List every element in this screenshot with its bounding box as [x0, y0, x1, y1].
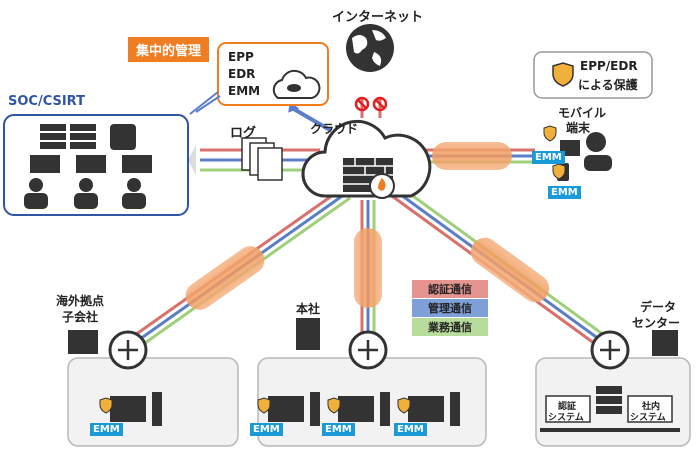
- overseas-label-1: 海外拠点: [56, 294, 105, 308]
- emm-badge-hq-2: EMM: [322, 423, 355, 436]
- central-item-emm: EMM: [228, 84, 261, 98]
- emm-badge-hq-3: EMM: [394, 423, 427, 436]
- protection-label-2: による保護: [578, 78, 638, 92]
- emm-badge-hq-1: EMM: [250, 423, 283, 436]
- mobile-label-2: 端末: [566, 121, 591, 135]
- tunnel-pipes: [185, 142, 550, 310]
- soc-servers-icon: [40, 124, 136, 150]
- protection-label-1: EPP/EDR: [580, 59, 638, 73]
- central-item-edr: EDR: [228, 67, 256, 81]
- auth-system-label-1: 認証: [558, 402, 577, 412]
- internal-system-label-1: 社内: [642, 402, 661, 412]
- log-label: ログ: [230, 126, 257, 141]
- central-mgmt-title: 集中的管理: [128, 37, 210, 62]
- mobile-label-1: モバイル: [558, 106, 607, 120]
- internet-globe-icon: [346, 24, 394, 72]
- log-documents-icon: [241, 137, 283, 181]
- cloud-db-icon: [272, 69, 321, 99]
- auth-system-label-2: システム: [548, 413, 584, 423]
- blocked-icon: [354, 96, 388, 112]
- overseas-label-2: 子会社: [62, 310, 99, 324]
- emm-badge-mobile-phone: EMM: [548, 186, 581, 199]
- building-icons: [68, 318, 678, 356]
- router-icons: [108, 330, 630, 370]
- datacenter-label-1: データ: [640, 300, 677, 314]
- emm-badge-mobile-laptop: EMM: [532, 151, 565, 164]
- datacenter-label-2: センター: [632, 316, 681, 330]
- cloud-label: クラウド: [310, 122, 359, 136]
- shield-icon: [552, 62, 574, 87]
- legend-mgmt: 管理通信: [412, 299, 488, 317]
- internet-label: インターネット: [332, 10, 424, 25]
- legend-business: 業務通信: [412, 318, 488, 336]
- workstation-shield-icons: [99, 125, 566, 414]
- soc-title: SOC/CSIRT: [8, 94, 85, 109]
- striped-connector: [189, 91, 221, 115]
- cloud-firewall-icon: [301, 119, 432, 199]
- hq-label: 本社: [296, 302, 321, 316]
- central-item-epp: EPP: [228, 50, 254, 64]
- arrow-head-soc: [188, 145, 196, 175]
- datacenter-server-icons: [540, 386, 680, 432]
- internal-system-label-2: システム: [630, 413, 666, 423]
- emm-badge-overseas: EMM: [90, 423, 123, 436]
- mobile-user-icon: [557, 132, 612, 181]
- legend-auth: 認証通信: [412, 280, 488, 298]
- workstation-icons: [110, 392, 460, 426]
- soc-monitors-icon: [24, 155, 152, 209]
